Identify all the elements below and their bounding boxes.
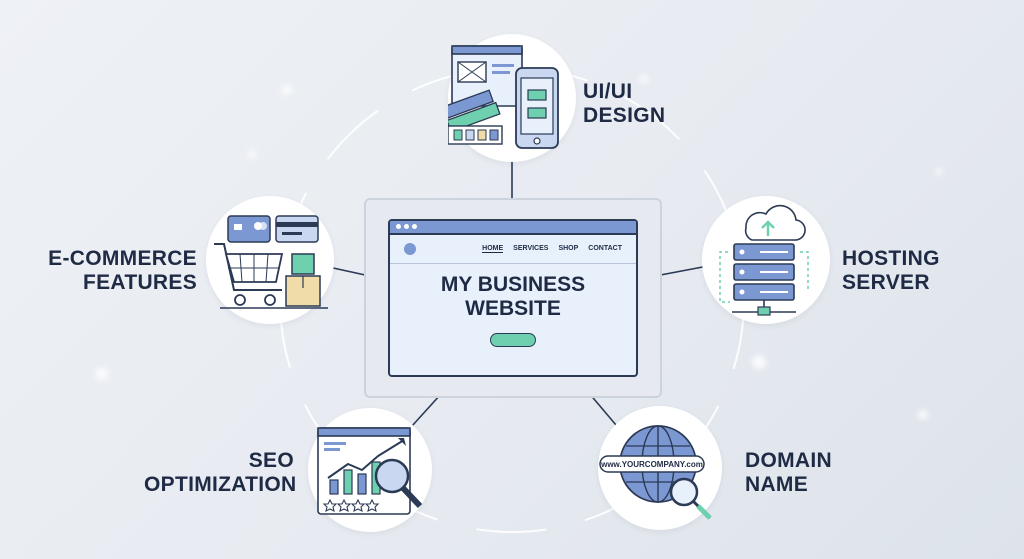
- domain-node: www.YOURCOMPANY.com: [598, 406, 722, 530]
- browser-titlebar: [390, 221, 636, 235]
- nav-divider: [390, 263, 636, 264]
- server-icon: [719, 204, 809, 316]
- domain-label: DOMAIN NAME: [745, 449, 832, 496]
- site-logo-icon: [404, 243, 416, 255]
- shopping-cart-icon: [214, 215, 328, 309]
- domain-url: www.YOURCOMPANY.com: [600, 460, 703, 469]
- sparkle: [935, 168, 942, 175]
- sparkle: [918, 410, 928, 420]
- nav-contact: CONTACT: [588, 245, 622, 252]
- design-icon: [448, 45, 559, 149]
- design-node: [448, 34, 576, 162]
- hosting-label: HOSTING SERVER: [842, 247, 940, 294]
- globe-icon: www.YOURCOMPANY.com: [599, 425, 712, 520]
- website-title: MY BUSINESS WEBSITE: [440, 273, 586, 320]
- sparkle: [282, 85, 292, 95]
- nav-shop: SHOP: [558, 245, 579, 252]
- analytics-icon: [317, 427, 423, 515]
- seo-node: [308, 408, 432, 532]
- website-mockup: HOME SERVICES SHOP CONTACT MY BUSINESS W…: [388, 219, 638, 377]
- design-label: UI/UI DESIGN: [583, 80, 666, 127]
- seo-label: SEO OPTIMIZATION: [144, 449, 297, 496]
- hosting-node: [702, 196, 830, 324]
- sparkle: [752, 355, 766, 369]
- nav-home: HOME: [482, 245, 504, 253]
- ecommerce-label: E-COMMERCE FEATURES: [48, 247, 197, 294]
- nav-services: SERVICES: [513, 245, 549, 252]
- sparkle: [640, 75, 648, 83]
- sparkle: [96, 368, 108, 380]
- site-nav: HOME SERVICES SHOP CONTACT: [482, 245, 622, 253]
- sparkle: [248, 150, 256, 158]
- ecommerce-node: [206, 196, 334, 324]
- cta-button: [490, 333, 536, 347]
